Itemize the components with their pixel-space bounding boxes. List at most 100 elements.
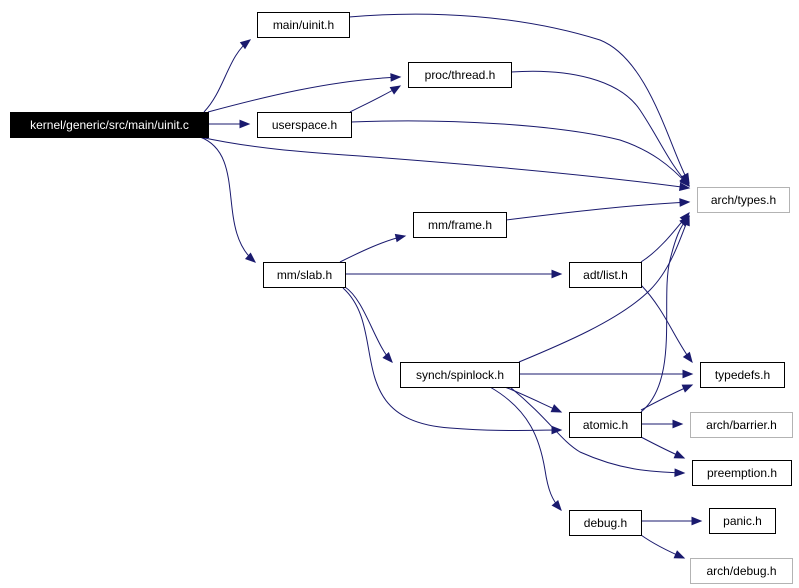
edge-line (489, 386, 562, 511)
edge-line (640, 216, 690, 413)
node-label: arch/debug.h (706, 564, 776, 578)
edge-root-to-proc_thread (207, 73, 402, 113)
edge-debug-to-arch_debug (640, 534, 686, 559)
edge-root-to-main_uinit (203, 39, 252, 113)
arrowhead-icon (681, 384, 694, 393)
edge-debug-to-panic (640, 516, 703, 526)
edge-line (350, 120, 690, 187)
node-box (690, 412, 793, 438)
edge-line (342, 287, 562, 431)
edge-atomic-to-arch_barrier (641, 419, 684, 429)
edge-line (509, 386, 685, 474)
edge-mm_slab-to-atomic (342, 287, 563, 435)
arrowhead-icon (672, 419, 684, 429)
edge-synch_spinlock-to-debug (489, 386, 562, 512)
node-label: adt/list.h (583, 268, 628, 282)
node-arch-debug[interactable]: arch/debug.h (690, 558, 793, 584)
edge-line (510, 70, 690, 186)
edges-layer (199, 13, 703, 559)
node-box (263, 262, 346, 288)
node-mm-frame[interactable]: mm/frame.h (413, 212, 507, 238)
edge-synch_spinlock-to-arch_types (518, 214, 690, 363)
node-box (700, 362, 785, 388)
node-synch-spinlock[interactable]: synch/spinlock.h (400, 362, 520, 388)
arrowhead-icon (551, 425, 563, 435)
edge-mm_slab-to-mm_frame (339, 233, 407, 263)
node-label: mm/frame.h (428, 218, 492, 232)
node-label: preemption.h (707, 466, 777, 480)
edge-synch_spinlock-to-typedefs (519, 369, 694, 379)
node-box (257, 112, 352, 138)
node-label: typedefs.h (715, 368, 770, 382)
arrowhead-icon (674, 468, 686, 478)
node-atomic[interactable]: atomic.h (569, 412, 642, 438)
node-label: kernel/generic/src/main/uinit.c (30, 118, 189, 132)
node-proc-thread[interactable]: proc/thread.h (408, 62, 512, 88)
node-box (257, 12, 350, 38)
node-root[interactable]: kernel/generic/src/main/uinit.c (10, 112, 209, 138)
node-box (569, 412, 642, 438)
arrowhead-icon (550, 404, 563, 413)
edge-line (518, 215, 690, 363)
node-box (569, 262, 642, 288)
node-label: userspace.h (272, 118, 337, 132)
node-box (690, 558, 793, 584)
arrowhead-icon (673, 450, 686, 459)
arrowhead-icon (239, 119, 251, 129)
node-typedefs[interactable]: typedefs.h (700, 362, 785, 388)
edge-mm_frame-to-arch_types (505, 198, 691, 221)
node-box (709, 508, 776, 534)
arrowhead-icon (679, 216, 690, 227)
node-main-uinit[interactable]: main/uinit.h (257, 12, 350, 38)
node-label: panic.h (723, 514, 762, 528)
edge-root-to-arch_types (199, 136, 691, 192)
node-arch-barrier[interactable]: arch/barrier.h (690, 412, 793, 438)
node-label: arch/types.h (711, 193, 776, 207)
edge-atomic-to-arch_types (640, 216, 690, 413)
arrowhead-icon (382, 352, 393, 363)
node-userspace[interactable]: userspace.h (257, 112, 352, 138)
node-box (697, 187, 790, 213)
arrowhead-icon (551, 499, 562, 512)
node-arch-types[interactable]: arch/types.h (697, 187, 790, 213)
nodes-layer: kernel/generic/src/main/uinit.c main/uini… (10, 12, 793, 584)
edge-synch_spinlock-to-preemption (509, 386, 686, 478)
edge-line (207, 76, 401, 113)
arrowhead-icon (673, 550, 686, 559)
node-box (400, 362, 520, 388)
node-panic[interactable]: panic.h (709, 508, 776, 534)
edge-line (203, 39, 251, 113)
edge-line (339, 235, 406, 263)
edge-mm_slab-to-adt_list (345, 269, 563, 279)
node-box (413, 212, 507, 238)
node-label: proc/thread.h (425, 68, 496, 82)
node-label: debug.h (584, 516, 627, 530)
node-preemption[interactable]: preemption.h (692, 460, 792, 486)
node-label: arch/barrier.h (706, 418, 777, 432)
node-adt-list[interactable]: adt/list.h (569, 262, 642, 288)
edge-line (348, 13, 690, 184)
edge-root-to-userspace (208, 119, 251, 129)
edge-proc_thread-to-arch_types (510, 70, 690, 186)
node-mm-slab[interactable]: mm/slab.h (263, 262, 346, 288)
arrowhead-icon (551, 269, 563, 279)
edge-userspace-to-proc_thread (349, 85, 402, 113)
arrowhead-icon (389, 85, 402, 95)
edge-line (199, 136, 256, 263)
node-label: mm/slab.h (277, 268, 332, 282)
node-box (569, 510, 642, 536)
node-box (10, 112, 209, 138)
arrowhead-icon (244, 252, 257, 263)
edge-line (505, 201, 690, 221)
edge-main_uinit-to-arch_types (348, 13, 690, 185)
node-label: main/uinit.h (273, 18, 334, 32)
node-label: atomic.h (583, 418, 628, 432)
arrowhead-icon (679, 176, 690, 187)
arrowhead-icon (394, 233, 407, 243)
node-debug[interactable]: debug.h (569, 510, 642, 536)
arrowhead-icon (239, 39, 252, 50)
edge-root-to-mm_slab (199, 136, 257, 263)
edge-atomic-to-preemption (640, 436, 686, 459)
arrowhead-icon (390, 73, 402, 82)
edge-line (199, 136, 690, 189)
